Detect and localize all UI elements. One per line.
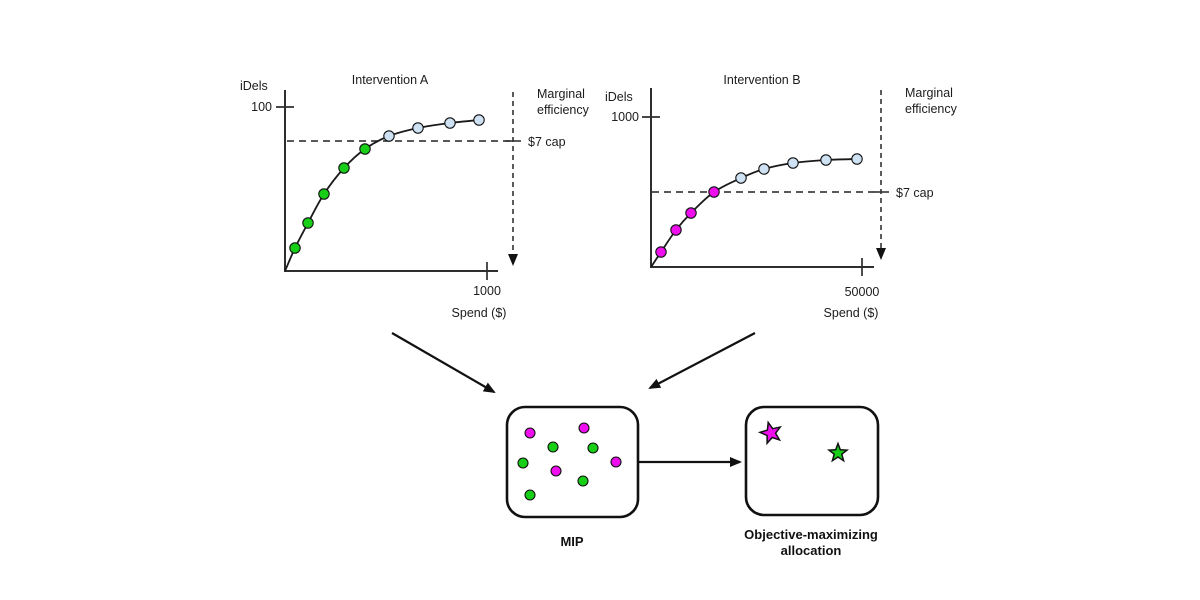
dot-magenta (685, 207, 697, 219)
dot-green (359, 143, 371, 155)
allocation-label-line2: allocation (781, 543, 842, 558)
dot-magenta (578, 422, 590, 434)
dot-green (547, 441, 559, 453)
dot-magenta (550, 465, 562, 477)
chart-a-marginal-label-1: Marginal (537, 87, 585, 101)
dot-magenta (655, 246, 667, 258)
chart-b-title: Intervention B (723, 73, 800, 87)
star-green (826, 441, 850, 463)
chart-b-x-tick-label: 50000 (845, 285, 880, 299)
dot-light_blue (444, 117, 456, 129)
dot-green (302, 217, 314, 229)
chart-b-marginal-label-2: efficiency (905, 102, 958, 116)
chart-a-cap-label: $7 cap (528, 135, 566, 149)
dot-green (517, 457, 529, 469)
chart-a-x-tick-label: 1000 (473, 284, 501, 298)
chart-b-cap-label: $7 cap (896, 186, 934, 200)
dot-green (289, 242, 301, 254)
mip-label: MIP (560, 534, 583, 549)
dot-light_blue (383, 130, 395, 142)
dot-light_blue (820, 154, 832, 166)
dot-green (587, 442, 599, 454)
chart-b-marginal-label-1: Marginal (905, 86, 953, 100)
allocation-stars (757, 420, 850, 463)
dot-green (524, 489, 536, 501)
chart-b-curve (650, 158, 858, 268)
chart-a: Intervention A iDels 100 1000 Spend ($) … (240, 73, 590, 320)
dot-magenta (610, 456, 622, 468)
dot-light_blue (758, 163, 770, 175)
allocation-label-line1: Objective-maximizing (744, 527, 878, 542)
mip-dots (517, 422, 622, 501)
dot-green (318, 188, 330, 200)
dot-light_blue (473, 114, 485, 126)
dot-green (338, 162, 350, 174)
chart-b-x-axis-label: Spend ($) (824, 306, 879, 320)
chart-b-points (655, 153, 863, 258)
chart-b-y-tick-label: 1000 (611, 110, 639, 124)
chart-b-y-axis-label: iDels (605, 90, 633, 104)
dot-magenta (708, 186, 720, 198)
chart-a-title: Intervention A (352, 73, 429, 87)
chart-a-marginal-label-2: efficiency (537, 103, 590, 117)
dot-magenta (524, 427, 536, 439)
allocation-box-group: Objective-maximizing allocation (744, 405, 880, 558)
dot-light_blue (851, 153, 863, 165)
mip-box (505, 405, 640, 519)
dot-light_blue (412, 122, 424, 134)
chart-a-curve (284, 119, 480, 272)
chart-a-y-axis-label: iDels (240, 79, 268, 93)
dot-light_blue (787, 157, 799, 169)
dot-magenta (670, 224, 682, 236)
arrow-chart-a-to-mip (391, 332, 496, 394)
dot-light_blue (735, 172, 747, 184)
mip-box-group: MIP (505, 405, 640, 549)
allocation-box (744, 405, 880, 517)
chart-a-points (289, 114, 485, 254)
star-magenta (757, 420, 783, 446)
dot-green (577, 475, 589, 487)
chart-a-y-tick-label: 100 (251, 100, 272, 114)
chart-b: Intervention B iDels 1000 50000 Spend ($… (605, 73, 958, 320)
arrow-chart-b-to-mip (648, 332, 756, 389)
chart-a-x-axis-label: Spend ($) (452, 306, 507, 320)
